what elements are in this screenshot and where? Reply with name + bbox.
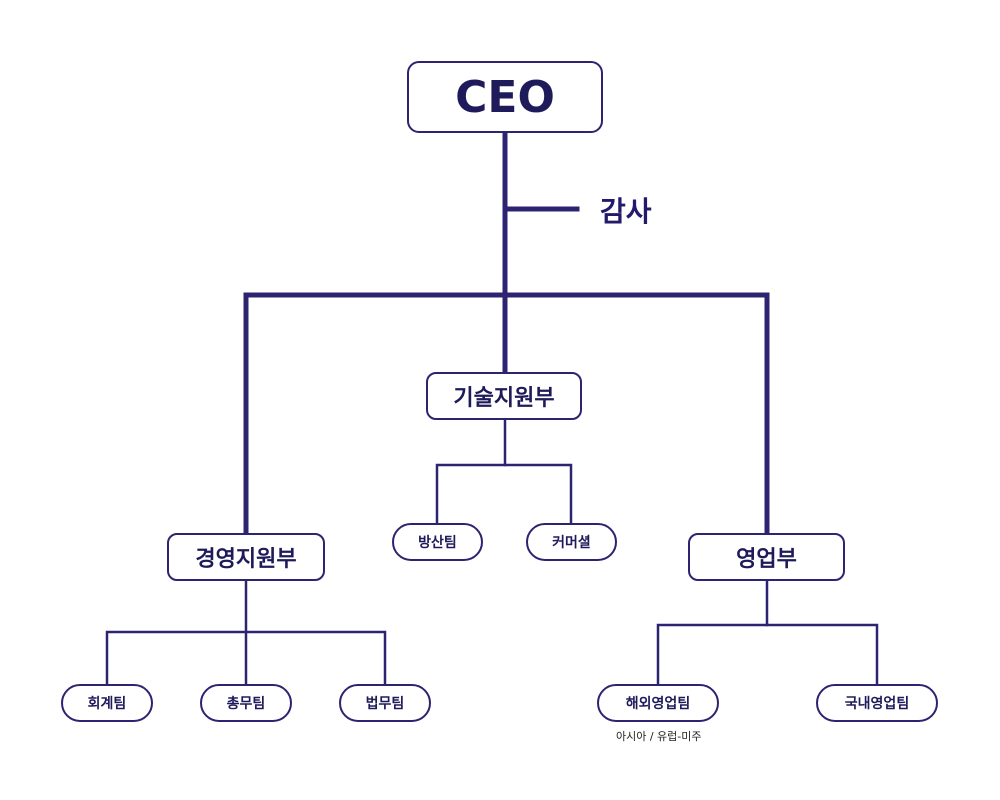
tech-team-bus-line — [435, 463, 573, 523]
team-label: 법무팀 — [365, 696, 405, 712]
ceo-box: CEO — [407, 61, 603, 133]
dept-label: 기술지원부 — [453, 386, 555, 411]
team-label: 방산팀 — [418, 535, 457, 551]
team-box-commercial: 커머셜 — [526, 523, 617, 561]
dept-label: 경영지원부 — [195, 547, 297, 572]
audit-label: 감사 — [600, 195, 652, 228]
sales-dept-box: 영업부 — [688, 533, 845, 581]
team-box-domestic-sales: 국내영업팀 — [816, 684, 938, 722]
team-box-overseas-sales: 해외영업팀 — [597, 684, 719, 722]
team-label: 회계팀 — [87, 696, 127, 712]
team-box-defense: 방산팀 — [392, 523, 483, 561]
management-team-bus-line — [105, 630, 387, 684]
tech-support-dept-box: 기술지원부 — [426, 372, 582, 420]
team-box-general-affairs: 총무팀 — [200, 684, 292, 722]
team-label: 해외영업팀 — [625, 696, 691, 712]
team-label: 커머셜 — [552, 535, 591, 551]
dept-label: 영업부 — [736, 547, 797, 572]
team-box-legal: 법무팀 — [339, 684, 431, 722]
management-support-dept-box: 경영지원부 — [167, 533, 325, 581]
overseas-sales-region-note: 아시아 / 유럽-미주 — [616, 730, 702, 743]
team-label: 국내영업팀 — [844, 696, 910, 712]
sales-team-bus-line — [656, 623, 879, 684]
team-label: 총무팀 — [226, 696, 266, 712]
ceo-label: CEO — [455, 71, 555, 123]
team-box-accounting: 회계팀 — [61, 684, 153, 722]
